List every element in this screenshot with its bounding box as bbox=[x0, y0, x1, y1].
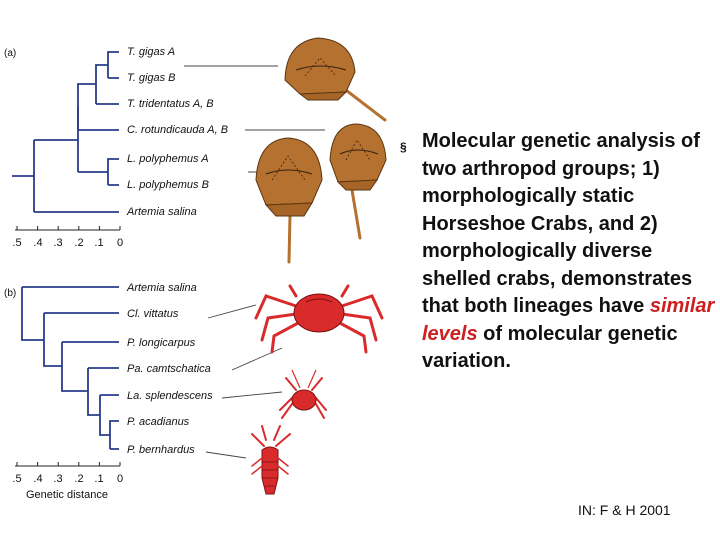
axis-tick-label: 0 bbox=[117, 473, 123, 485]
taxon-label: T. tridentatus A, B bbox=[127, 98, 214, 110]
axis-tick-label: .3 bbox=[53, 473, 62, 485]
axis-title: Genetic distance bbox=[26, 489, 108, 501]
tree-a-labels: T. gigas A T. gigas B T. tridentatus A, … bbox=[126, 46, 228, 218]
lobster-illustration bbox=[251, 425, 291, 495]
panel-a-label: (a) bbox=[4, 48, 16, 59]
taxon-label: La. splendescens bbox=[127, 390, 213, 402]
axis-a: .5 .4 .3 .2 .1 0 bbox=[12, 226, 123, 249]
horseshoe-crab-illustration bbox=[284, 37, 387, 122]
axis-tick-label: .2 bbox=[74, 473, 83, 485]
tree-b bbox=[21, 286, 119, 450]
taxon-label: Artemia salina bbox=[126, 282, 197, 294]
taxon-label: C. rotundicauda A, B bbox=[127, 124, 228, 136]
axis-tick-label: .5 bbox=[12, 237, 21, 249]
pointer-lines bbox=[184, 65, 325, 459]
taxon-label: P. acadianus bbox=[127, 416, 190, 428]
tree-a bbox=[12, 51, 119, 213]
axis-tick-label: .4 bbox=[33, 473, 42, 485]
highlight-text: similar levels bbox=[422, 295, 715, 345]
taxon-label: P. longicarpus bbox=[127, 337, 196, 349]
citation: IN: F & H 2001 bbox=[578, 502, 671, 518]
horseshoe-crab-illustration bbox=[329, 123, 387, 240]
axis-tick-label: .2 bbox=[74, 237, 83, 249]
axis-tick-label: .3 bbox=[53, 237, 62, 249]
taxon-label: L. polyphemus A bbox=[127, 153, 209, 165]
taxon-label: Cl. vittatus bbox=[127, 308, 179, 320]
tree-b-labels: Artemia salina Cl. vittatus P. longicarp… bbox=[126, 282, 213, 456]
axis-tick-label: .1 bbox=[94, 473, 103, 485]
taxon-label: L. polyphemus B bbox=[127, 179, 209, 191]
axis-tick-label: 0 bbox=[117, 237, 123, 249]
main-bullet-text: § Molecular genetic analysis of two arth… bbox=[400, 128, 718, 376]
text-part: of molecular genetic variation. bbox=[422, 322, 678, 373]
taxon-label: Pa. camtschatica bbox=[127, 363, 211, 375]
axis-tick-label: .5 bbox=[12, 473, 21, 485]
horseshoe-crab-illustration bbox=[255, 137, 323, 264]
crab-illustration bbox=[254, 284, 384, 354]
panel-b-label: (b) bbox=[4, 288, 16, 299]
bullet-marker: § bbox=[400, 140, 407, 154]
axis-tick-label: .4 bbox=[33, 237, 42, 249]
axis-tick-label: .1 bbox=[94, 237, 103, 249]
taxon-label: T. gigas B bbox=[127, 72, 176, 84]
taxon-label: P. bernhardus bbox=[127, 444, 195, 456]
bullet-paragraph: Molecular genetic analysis of two arthro… bbox=[400, 128, 718, 376]
hermit-crab-illustration bbox=[279, 369, 327, 419]
phylogeny-figure: (a) (b) T. gigas A T. gigas B T. trident… bbox=[4, 37, 387, 501]
axis-b: .5 .4 .3 .2 .1 0 Genetic distance bbox=[12, 462, 123, 501]
taxon-label: Artemia salina bbox=[126, 206, 197, 218]
text-part: Molecular genetic analysis of two arthro… bbox=[422, 130, 700, 317]
taxon-label: T. gigas A bbox=[127, 46, 175, 58]
